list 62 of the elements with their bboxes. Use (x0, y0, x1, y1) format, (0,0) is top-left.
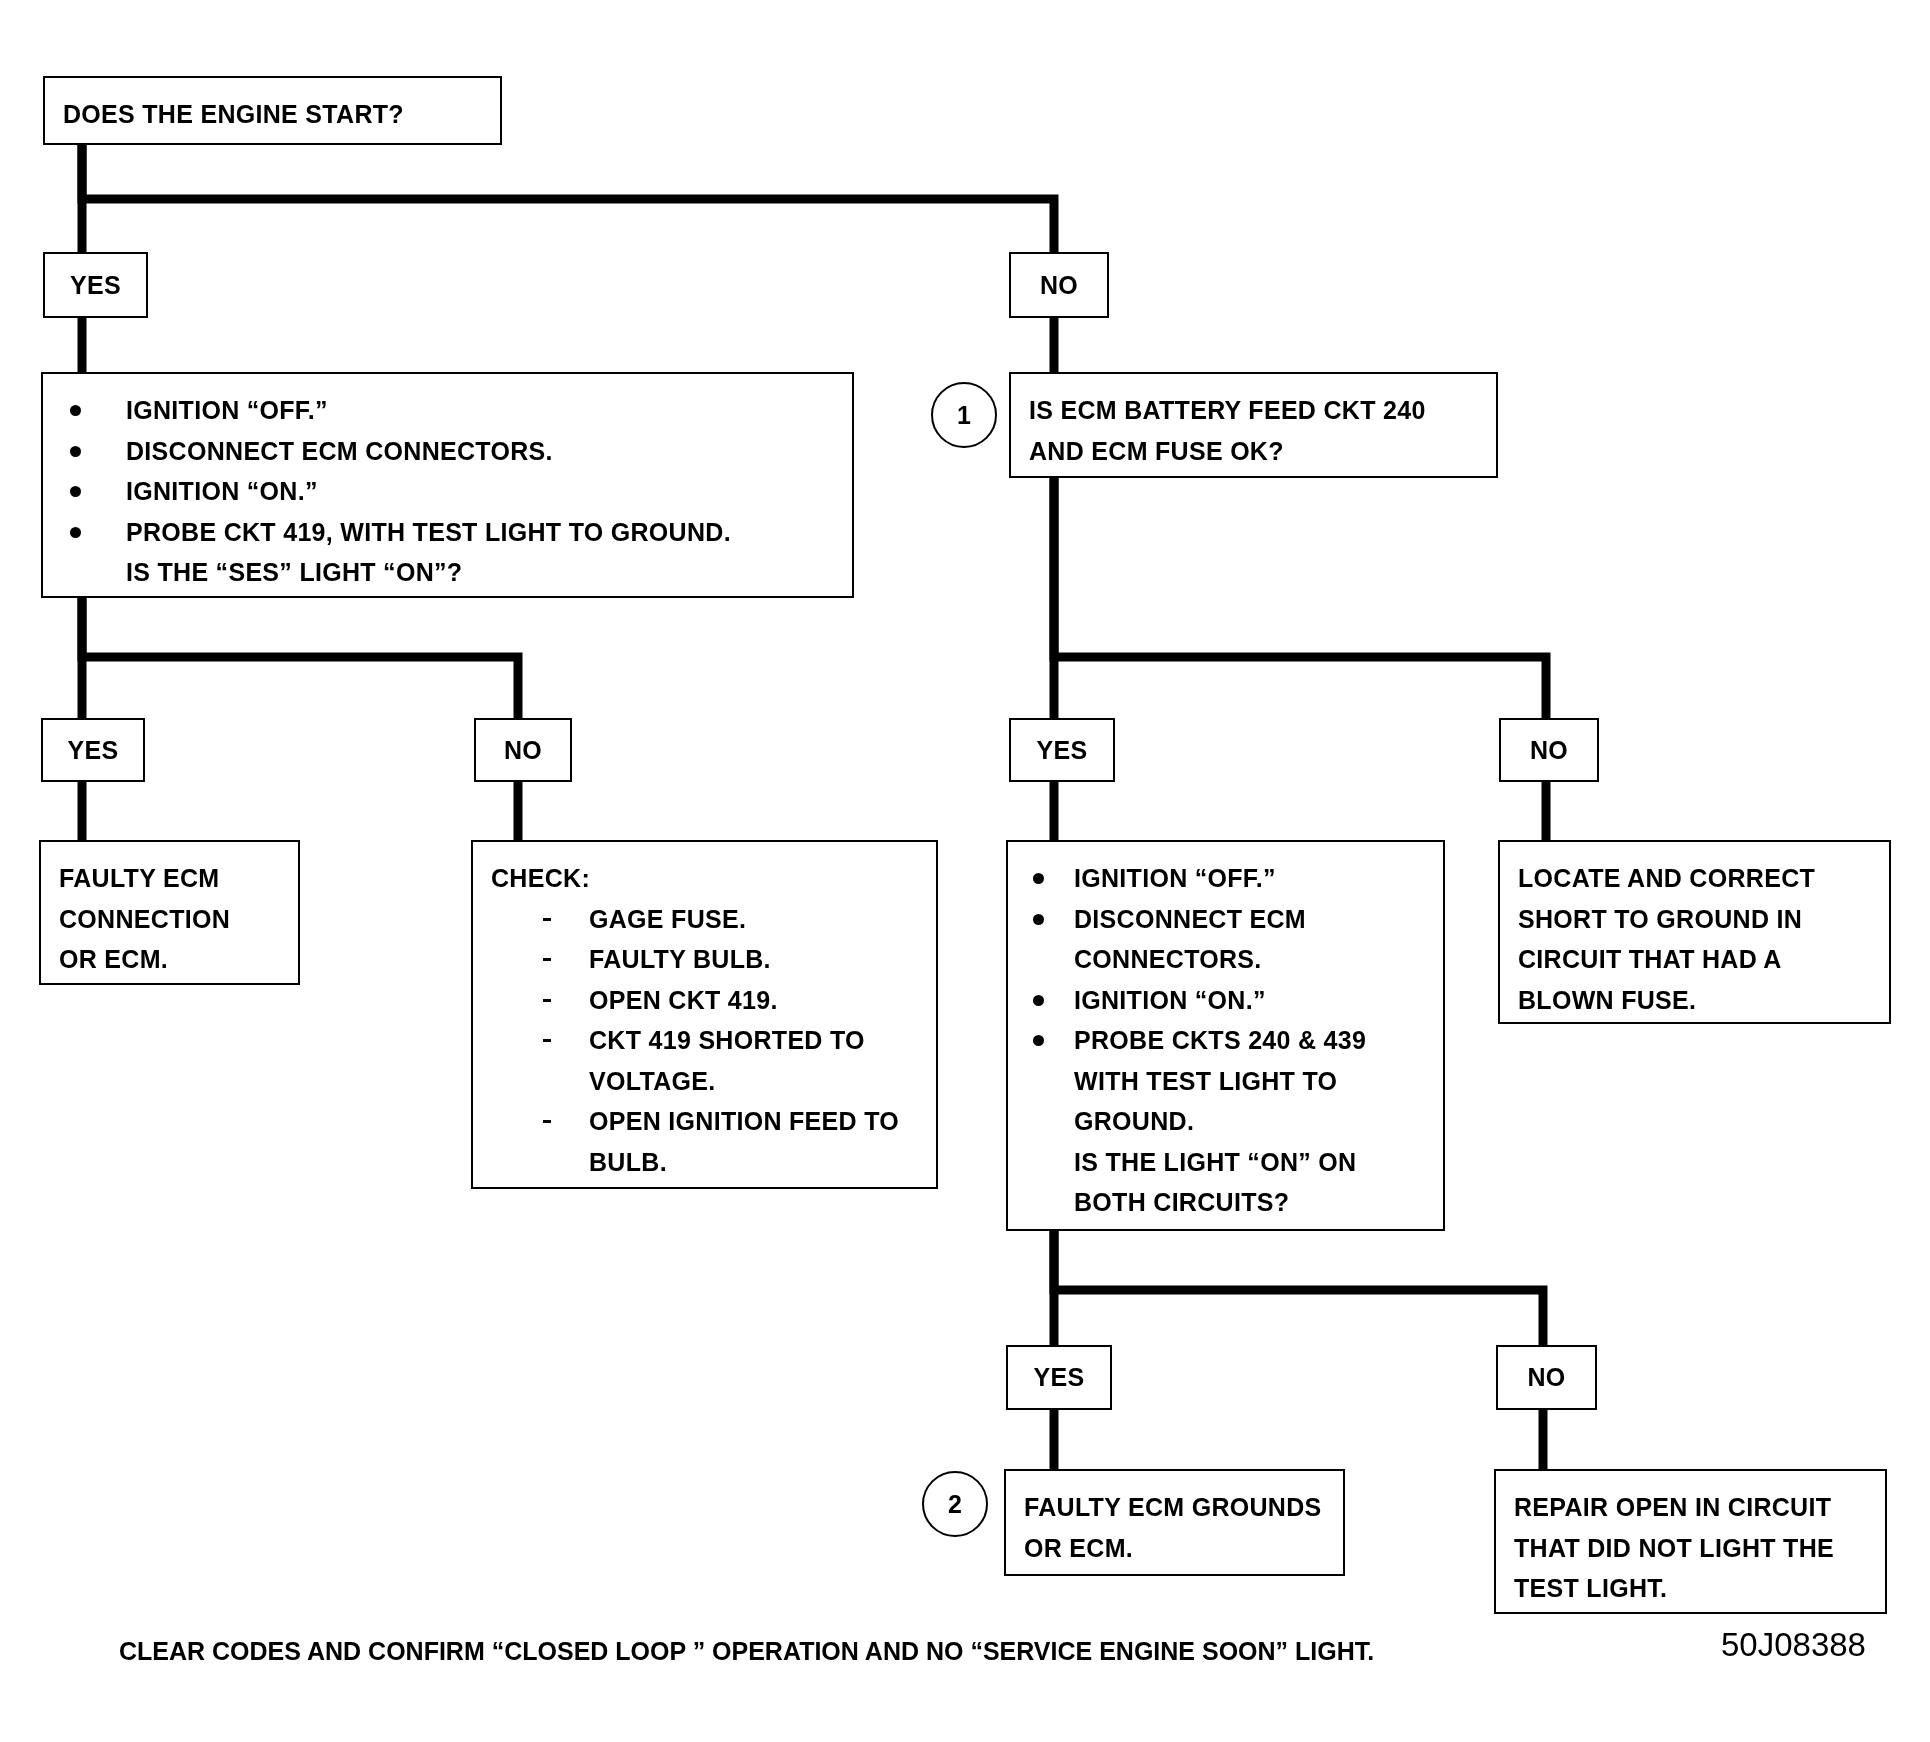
result-text: REPAIR OPEN IN CIRCUIT THAT DID NOT LIGHT THE TEST LIGHT. (1514, 1493, 1834, 1602)
answer-label: NO (1527, 1363, 1566, 1392)
result-text: FAULTY ECM CONNECTION OR ECM. (59, 864, 231, 973)
step-text: FAULTY BULB. (589, 945, 771, 973)
process-box (41, 372, 854, 598)
process-box (471, 840, 938, 1189)
step-text: CHECK: (491, 864, 591, 892)
step-text: CKT 419 SHORTED TO VOLTAGE. (589, 1026, 865, 1095)
step-text: IS THE LIGHT “ON” ON BOTH CIRCUITS? (1074, 1147, 1357, 1216)
connector-line (1049, 478, 1551, 718)
answer-box (41, 718, 145, 782)
step-text: IGNITION “ON.” (126, 477, 318, 505)
figure-id: 50J08388 (1721, 1626, 1866, 1664)
question-text: IS ECM BATTERY FEED CKT 240 AND ECM FUSE OK? (1029, 396, 1426, 465)
step-text: IGNITION “OFF.” (1074, 864, 1276, 892)
answer-box (1499, 718, 1599, 782)
step-text: IGNITION “OFF.” (126, 396, 328, 424)
answer-box (1006, 1345, 1112, 1410)
note-text: CLEAR CODES AND CONFIRM “CLOSED LOOP ” OPERATION AND NO “SERVICE ENGINE SOON” LIGHT. (119, 1637, 1375, 1666)
step-text: GAGE FUSE. (589, 904, 747, 933)
answer-label: NO (503, 735, 543, 764)
question-text: DOES THE ENGINE START? (63, 100, 404, 128)
result-box (1498, 840, 1891, 1024)
result-text: FAULTY ECM GROUNDS OR ECM. (1024, 1493, 1322, 1562)
result-box (39, 840, 300, 985)
answer-box (1496, 1345, 1597, 1410)
connector-line (77, 318, 87, 372)
answer-box (474, 718, 572, 782)
step-text: OPEN IGNITION FEED TO BULB. (589, 1107, 900, 1176)
answer-label: NO (1039, 270, 1079, 299)
connector-line (1541, 782, 1551, 840)
connector-line (513, 782, 523, 840)
step-text: OPEN CKT 419. (589, 985, 778, 1014)
answer-label: YES (1036, 735, 1088, 764)
decision-box (1009, 372, 1498, 478)
decision-box (43, 76, 502, 145)
answer-box (1009, 718, 1115, 782)
callout-number: 2 (947, 1489, 963, 1518)
step-text: IS THE “SES” LIGHT “ON”? (126, 558, 463, 586)
connector-line (77, 145, 1059, 252)
connector-line (1049, 1410, 1059, 1469)
connector-line (1049, 782, 1059, 840)
connector-line (1049, 318, 1059, 372)
connector-line (1538, 1410, 1548, 1469)
step-text: PROBE CKT 419, WITH TEST LIGHT TO GROUND. (126, 517, 731, 546)
step-text: DISCONNECT ECM CONNECTORS. (126, 436, 553, 465)
result-box (1004, 1469, 1345, 1576)
connector-line (77, 782, 87, 840)
callout-number: 1 (956, 400, 972, 429)
answer-label: NO (1529, 735, 1569, 764)
answer-label: YES (1033, 1363, 1085, 1392)
result-box (1494, 1469, 1887, 1614)
step-text: IGNITION “ON.” (1074, 985, 1266, 1014)
answer-box (43, 252, 148, 318)
process-box (1006, 840, 1445, 1231)
answer-box (1009, 252, 1109, 318)
step-text: DISCONNECT ECM CONNECTORS. (1074, 904, 1306, 973)
answer-label: YES (70, 270, 121, 299)
result-text: LOCATE AND CORRECT SHORT TO GROUND IN CIRCUIT THAT HAD A BLOWN FUSE. (1518, 864, 1816, 1014)
step-text: PROBE CKTS 240 & 439 WITH TEST LIGHT TO GROUND. (1074, 1026, 1367, 1135)
answer-label: YES (67, 735, 119, 764)
connector-line (77, 598, 523, 718)
